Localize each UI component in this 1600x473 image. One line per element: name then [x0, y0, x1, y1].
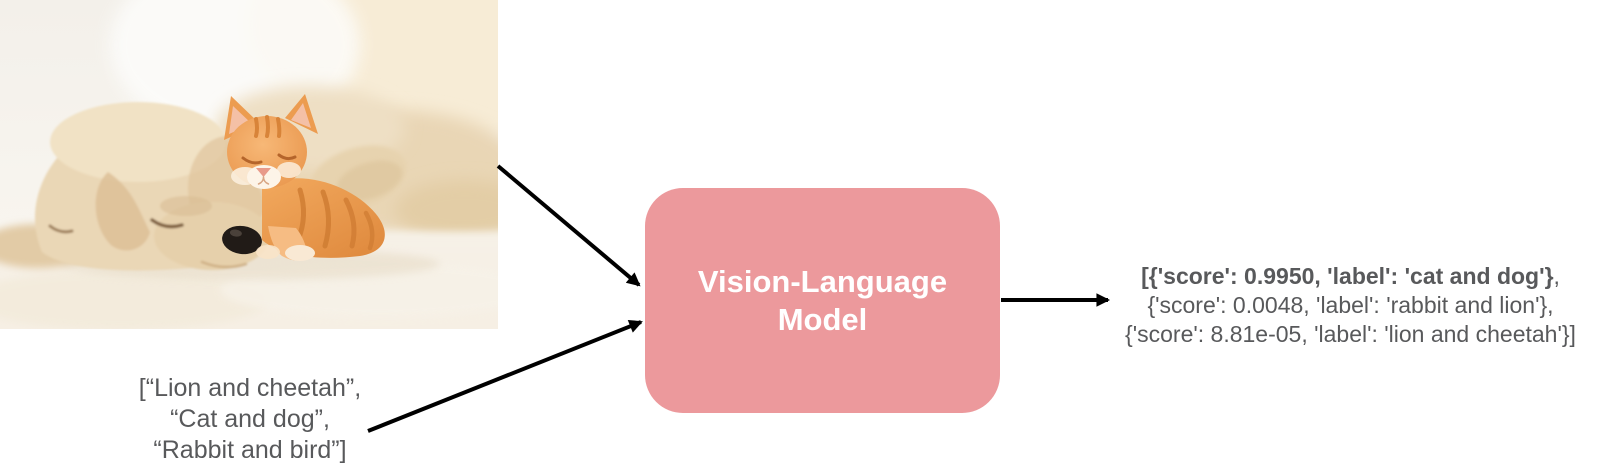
output-line-1-rest: ,	[1553, 263, 1560, 289]
candidate-labels-list: [“Lion and cheetah”, “Cat and dog”, “Rab…	[0, 373, 500, 466]
puppy-and-kitten-illustration	[0, 0, 498, 329]
model-label-line-2: Model	[777, 301, 868, 337]
vision-language-model-box: Vision-Language Model	[645, 188, 1000, 413]
model-output-text: [{'score': 0.9950, 'label': 'cat and dog…	[1098, 262, 1600, 349]
output-line-1-bold: [{'score': 0.9950, 'label': 'cat and dog…	[1141, 263, 1554, 289]
puppy-and-kitten-photo	[0, 0, 498, 329]
output-line-1: [{'score': 0.9950, 'label': 'cat and dog…	[1098, 262, 1600, 291]
candidate-labels-line-2: “Cat and dog”,	[170, 405, 330, 433]
candidate-labels-line-3: “Rabbit and bird”]	[153, 436, 347, 464]
output-line-2: {'score': 0.0048, 'label': 'rabbit and l…	[1147, 292, 1554, 318]
candidate-labels-line-1: [“Lion and cheetah”,	[138, 374, 362, 402]
arrow-image-to-model	[496, 164, 641, 287]
vision-language-model-label: Vision-Language Model	[698, 263, 947, 339]
model-label-line-1: Vision-Language	[697, 263, 948, 299]
output-line-3: {'score': 8.81e-05, 'label': 'lion and c…	[1125, 321, 1576, 347]
